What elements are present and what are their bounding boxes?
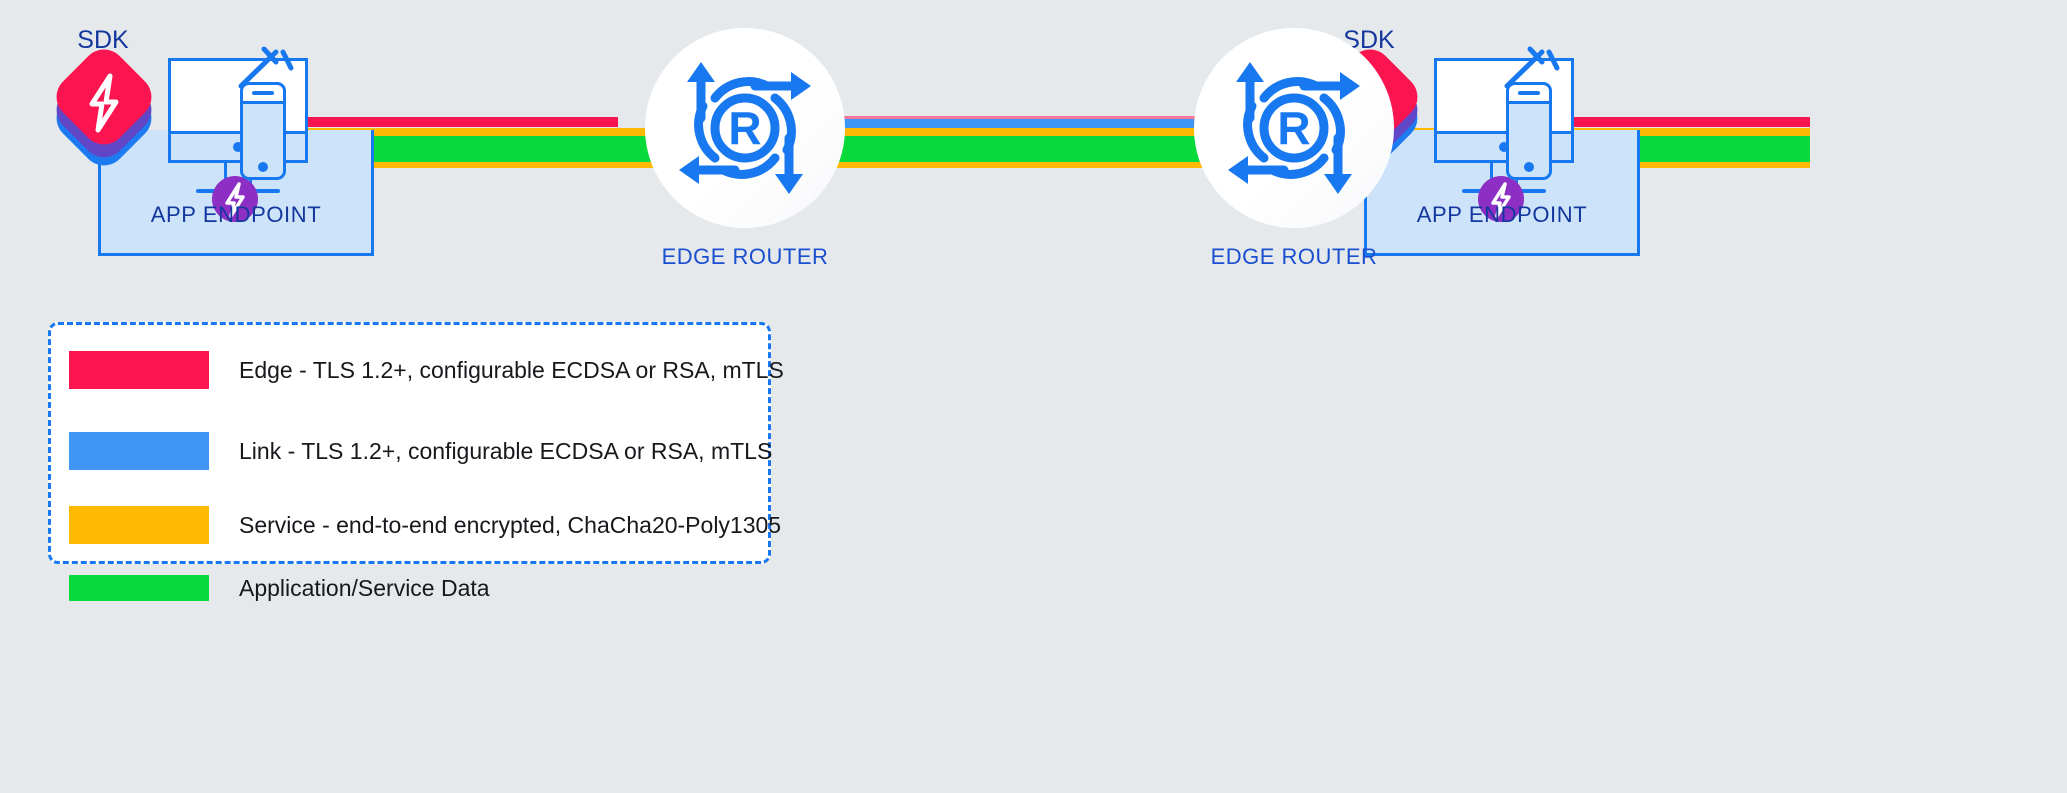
phone-home-button [1524, 162, 1534, 172]
legend-label-service: Service - end-to-end encrypted, ChaCha20… [239, 511, 782, 538]
phone-home-button [258, 162, 268, 172]
legend-row-data: Application/Service Data [69, 568, 490, 608]
spark-icon [238, 46, 294, 89]
band-service-top [258, 128, 1810, 138]
svg-text:R: R [728, 102, 761, 154]
legend-label-edge: Edge - TLS 1.2+, configurable ECDSA or R… [239, 356, 784, 383]
legend-row-edge: Edge - TLS 1.2+, configurable ECDSA or R… [69, 350, 784, 390]
legend-swatch-data [69, 575, 209, 601]
spark-icon [1504, 46, 1560, 89]
legend-panel: Edge - TLS 1.2+, configurable ECDSA or R… [48, 322, 784, 601]
router-circle [645, 28, 845, 228]
monitor-dot [233, 142, 243, 152]
legend-row-service: Service - end-to-end encrypted, ChaCha20… [69, 505, 781, 545]
router-icon: R [679, 62, 811, 194]
endpoint-left-label: APP ENDPOINT [150, 202, 322, 227]
sdk-stack-icon [47, 40, 161, 175]
band-link-top-hairline [690, 116, 1330, 119]
band-edge-right-top [1450, 117, 1810, 127]
lightning-bolt-icon [89, 73, 119, 133]
phone-speaker [1518, 91, 1540, 95]
svg-text:R: R [1277, 102, 1310, 154]
router-right-label: EDGE ROUTER [1210, 244, 1378, 269]
router-circle [1194, 28, 1394, 228]
phone-speaker [252, 91, 274, 95]
legend-label-data: Application/Service Data [239, 574, 490, 601]
band-link-top [690, 119, 1330, 128]
legend-swatch-service [69, 506, 209, 544]
band-service-bottom [258, 158, 1810, 168]
router-icon: R [1228, 62, 1360, 194]
endpoint-right-label: APP ENDPOINT [1416, 202, 1588, 227]
band-edge-left-top [258, 117, 618, 127]
legend-label-link: Link - TLS 1.2+, configurable ECDSA or R… [239, 437, 773, 464]
legend-swatch-link [69, 432, 209, 470]
monitor-dot [1499, 142, 1509, 152]
router-left-label: EDGE ROUTER [661, 244, 829, 269]
legend-swatch-edge [69, 351, 209, 389]
ziti-badge-icon [212, 176, 258, 222]
ziti-badge-icon [1478, 176, 1524, 222]
legend-row-link: Link - TLS 1.2+, configurable ECDSA or R… [69, 431, 772, 471]
